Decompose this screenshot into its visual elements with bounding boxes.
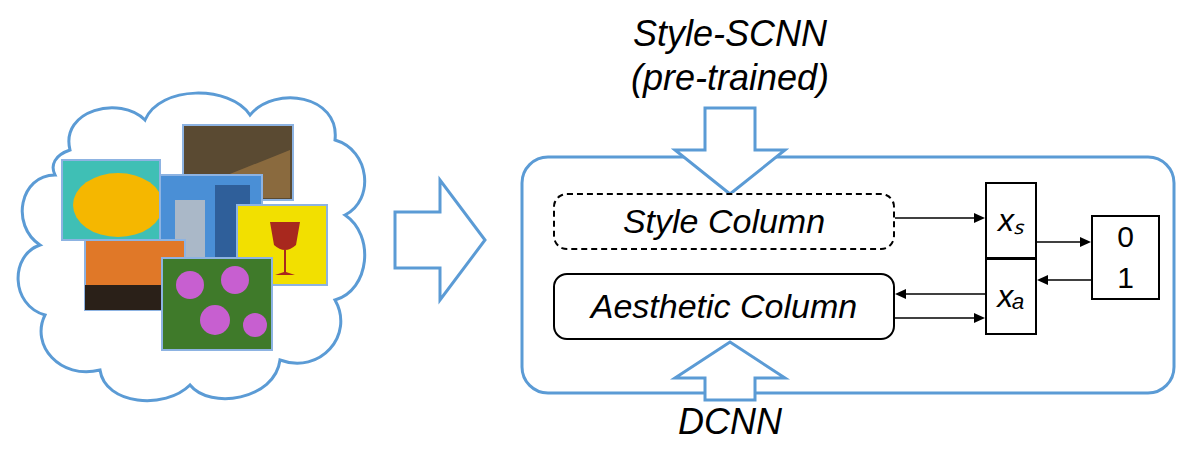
connector-arrow [1037,237,1091,247]
node-text: Aesthetic Column [591,287,857,326]
model-label: Style-SCNN [633,14,827,54]
input-arrow [675,342,785,400]
flow-arrow [395,180,485,300]
input-arrow [675,108,785,194]
connector-arrow [895,289,985,299]
connector-arrow [895,213,985,223]
node-text: Style Column [623,202,825,241]
photo-collage [62,125,327,350]
model-label: (pre-trained) [631,58,829,98]
node-text: 1 [1117,261,1134,296]
model-frame [522,157,1174,393]
output-box: 01 [1091,215,1160,300]
style-column: Style Column [553,193,895,250]
node-text: 0 [1117,220,1134,255]
model-label: DCNN [678,402,782,442]
connector-arrow [895,313,985,323]
feature-box: xₛ [985,182,1037,259]
node-text: xₐ [997,278,1024,315]
feature-box: xₐ [985,258,1037,335]
connector-arrow [1037,275,1091,285]
node-text: xₛ [998,202,1024,239]
aesthetic-column: Aesthetic Column [553,273,895,340]
cloud-outline [18,93,365,401]
